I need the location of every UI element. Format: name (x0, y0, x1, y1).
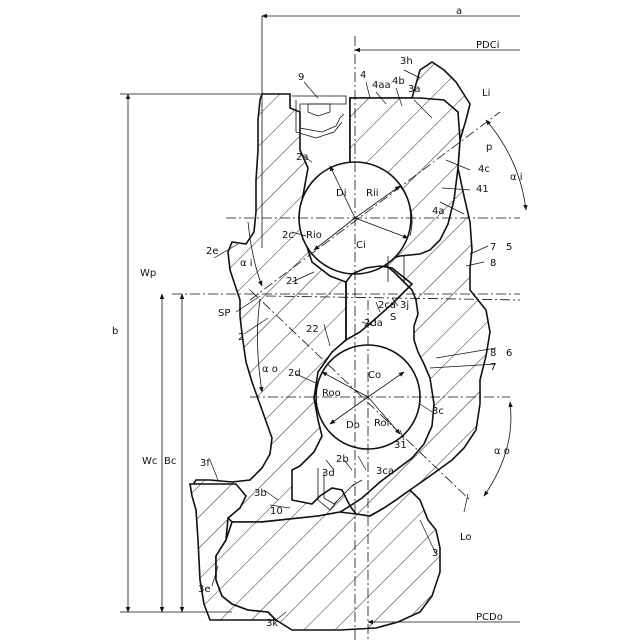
label-3h: 3h (400, 56, 413, 67)
label-3ca: 3ca (376, 466, 394, 477)
label-pdci: PDCi (476, 40, 500, 51)
label-bc: Bc (164, 456, 176, 467)
label-2d: 2d (288, 368, 301, 379)
label-2: 2 (238, 332, 244, 343)
label-roo: Roo (322, 388, 341, 399)
label-3c: 3c (432, 406, 444, 417)
label-8-lower: 8 (490, 348, 496, 359)
label-10: 10 (270, 506, 283, 517)
label-b: b (112, 326, 118, 337)
label-alpha-o-right: α o (494, 446, 510, 457)
label-3e: 3e (198, 584, 211, 595)
label-li: Li (482, 88, 490, 99)
label-a: a (456, 6, 462, 17)
label-do: Do (346, 420, 360, 431)
label-31: 31 (394, 440, 407, 451)
label-2da: 2da (364, 318, 383, 329)
label-alpha-i-right: α i (510, 172, 523, 183)
label-7-lower: 7 (490, 362, 496, 373)
label-2a: 2a (296, 152, 309, 163)
label-s: S (390, 312, 396, 323)
label-6: 6 (506, 348, 512, 359)
label-wp: Wp (140, 268, 156, 279)
label-4a: 4a (432, 206, 445, 217)
label-22: 22 (306, 324, 319, 335)
label-8-upper: 8 (490, 258, 496, 269)
label-21: 21 (286, 276, 299, 287)
label-rio: Rio (306, 230, 322, 241)
label-41: 41 (476, 184, 489, 195)
label-9: 9 (298, 72, 304, 83)
label-alpha-o-left: α o (262, 364, 278, 375)
angle-alpha-i-right (486, 120, 526, 210)
label-2c: 2c (282, 230, 294, 241)
label-3d: 3d (322, 468, 335, 479)
label-4aa: 4aa (372, 80, 391, 91)
label-roi: Roi (374, 418, 389, 429)
label-4: 4 (360, 70, 366, 81)
label-3j: 3j (400, 300, 409, 311)
label-ci: Ci (356, 240, 366, 251)
label-co: Co (368, 370, 381, 381)
label-3b: 3b (254, 488, 267, 499)
label-2e: 2e (206, 246, 219, 257)
label-sp: SP (218, 308, 230, 319)
label-5: 5 (506, 242, 512, 253)
label-3: 3 (432, 548, 438, 559)
label-4b: 4b (392, 76, 405, 87)
label-4c: 4c (478, 164, 490, 175)
label-2ca: 2ca (378, 300, 396, 311)
label-di: Di (336, 188, 346, 199)
label-wc: Wc (142, 456, 157, 467)
label-2b: 2b (336, 454, 349, 465)
label-3f: 3f (200, 458, 210, 469)
label-p: p (486, 142, 492, 153)
label-lo: Lo (460, 532, 472, 543)
label-3a: 3a (408, 84, 421, 95)
label-pcdo: PCDo (476, 612, 503, 623)
label-3k: 3k (266, 618, 278, 629)
hub-body-2 (192, 94, 350, 522)
label-7-upper: 7 (490, 242, 496, 253)
label-rii: Rii (366, 188, 379, 199)
seal-9-lip (308, 104, 330, 116)
label-alpha-i-left: α i (240, 258, 253, 269)
